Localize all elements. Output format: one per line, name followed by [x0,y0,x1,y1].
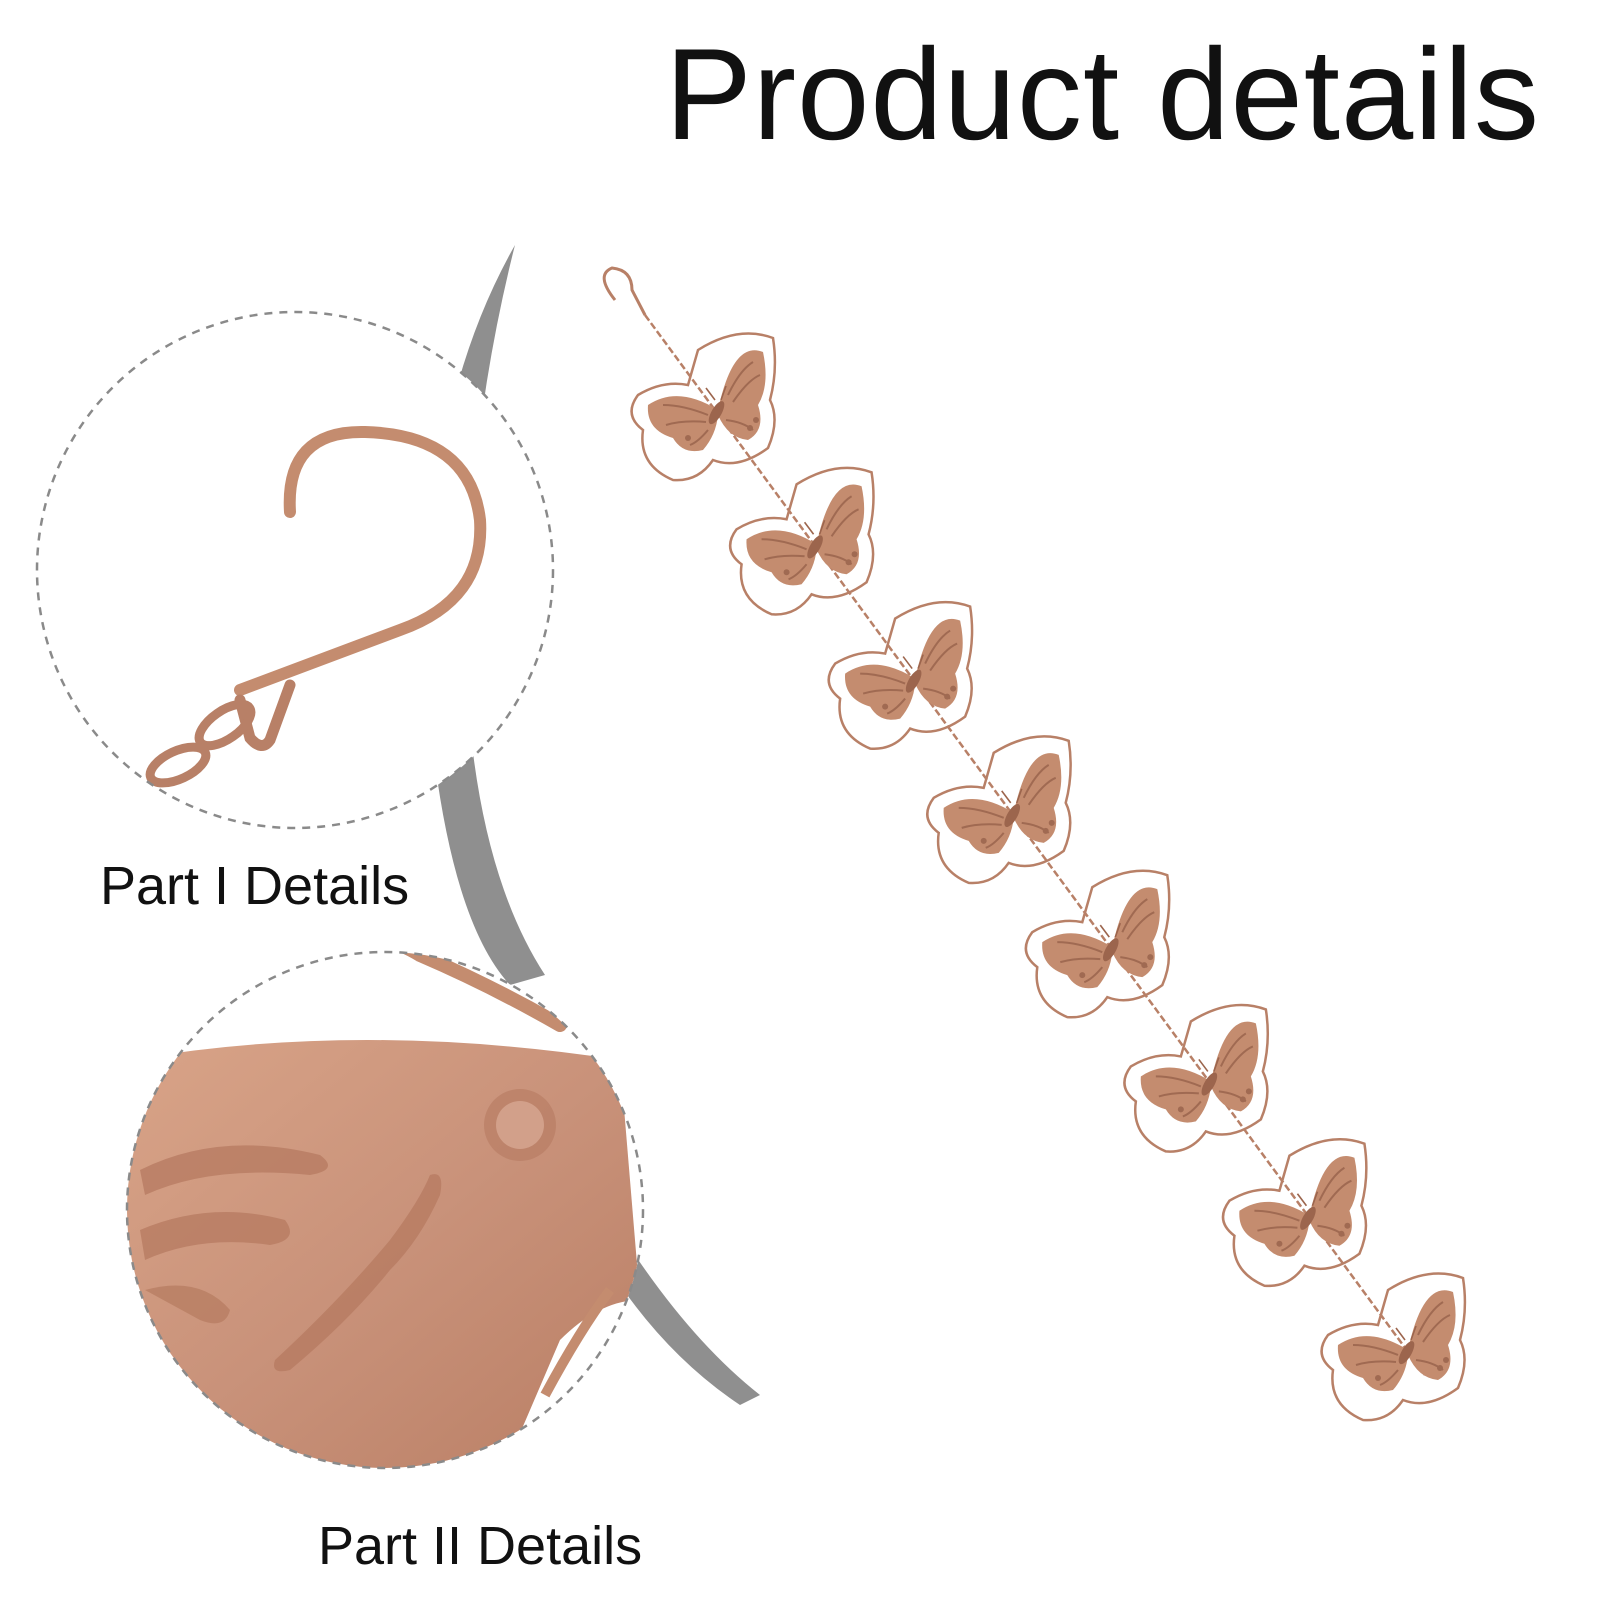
page-title: Product details [665,21,1540,167]
butterfly-icon [1123,1003,1270,1153]
part2-details-label: Part II Details [318,1516,643,1576]
part2-detail-circle [125,950,645,1470]
butterfly-icon [926,735,1072,885]
part1-details-label: Part I Details [100,856,410,916]
butterfly-icon [1320,1272,1467,1422]
chain [643,314,1427,1376]
butterfly-icon [827,600,974,750]
butterfly-icon [728,466,875,616]
butterfly-icon [630,332,777,482]
part1-detail-circle [35,310,555,830]
butterfly-icon [1221,1138,1368,1288]
butterfly-icon [1024,869,1171,1019]
rain-chain-product [602,266,1467,1422]
hook-icon [234,425,487,696]
callout-beam-lower [610,1240,760,1405]
